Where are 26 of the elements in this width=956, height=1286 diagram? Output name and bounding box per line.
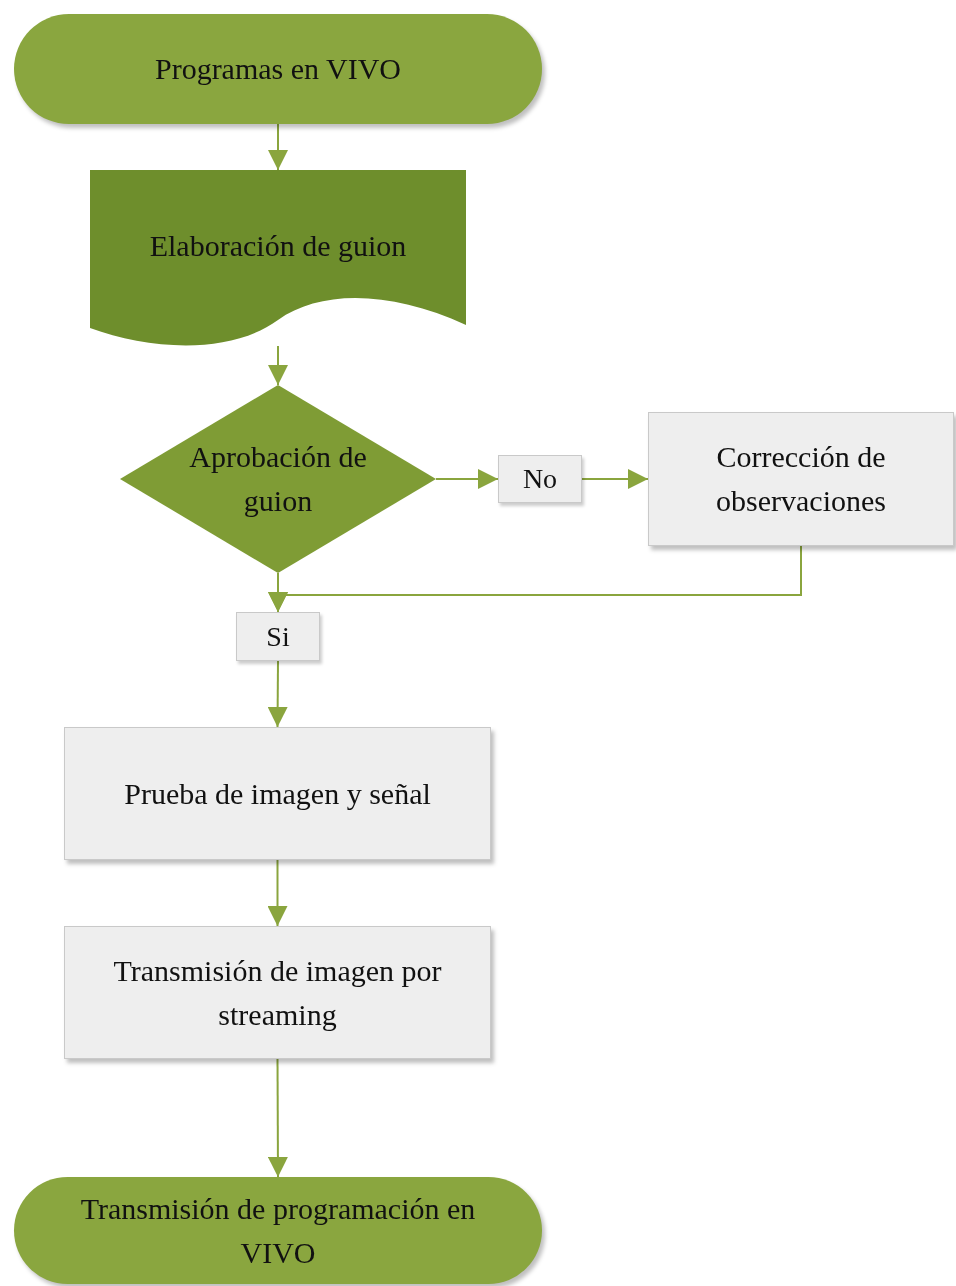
node-label: Elaboración de guion bbox=[149, 228, 407, 264]
terminator-shape bbox=[14, 1177, 542, 1284]
arrow bbox=[267, 660, 288, 728]
node-label: Prueba de imagen y señal bbox=[123, 775, 432, 812]
arrow bbox=[268, 123, 288, 171]
process-box bbox=[64, 727, 491, 860]
node-label: Si bbox=[265, 619, 291, 654]
arrow bbox=[268, 545, 802, 613]
decision-diamond bbox=[120, 385, 436, 573]
arrow bbox=[581, 469, 649, 489]
label-box bbox=[236, 612, 320, 661]
node-label: Transmisión de imagen por streaming bbox=[112, 952, 443, 1033]
arrow bbox=[268, 345, 288, 386]
arrow bbox=[267, 1058, 288, 1178]
node-label: Programas en VIVO bbox=[153, 51, 403, 87]
process-box bbox=[64, 926, 491, 1059]
document-shape bbox=[90, 170, 466, 346]
terminator-shape bbox=[14, 14, 542, 124]
node-label: Corrección de observaciones bbox=[715, 439, 887, 519]
label-box bbox=[498, 455, 582, 503]
node-label: Transmisión de programación en VIVO bbox=[79, 1190, 477, 1271]
arrow bbox=[435, 469, 499, 489]
process-box bbox=[648, 412, 954, 546]
arrow bbox=[267, 859, 288, 927]
node-label: No bbox=[521, 462, 559, 496]
node-label: Aprobación de guion bbox=[188, 439, 368, 519]
